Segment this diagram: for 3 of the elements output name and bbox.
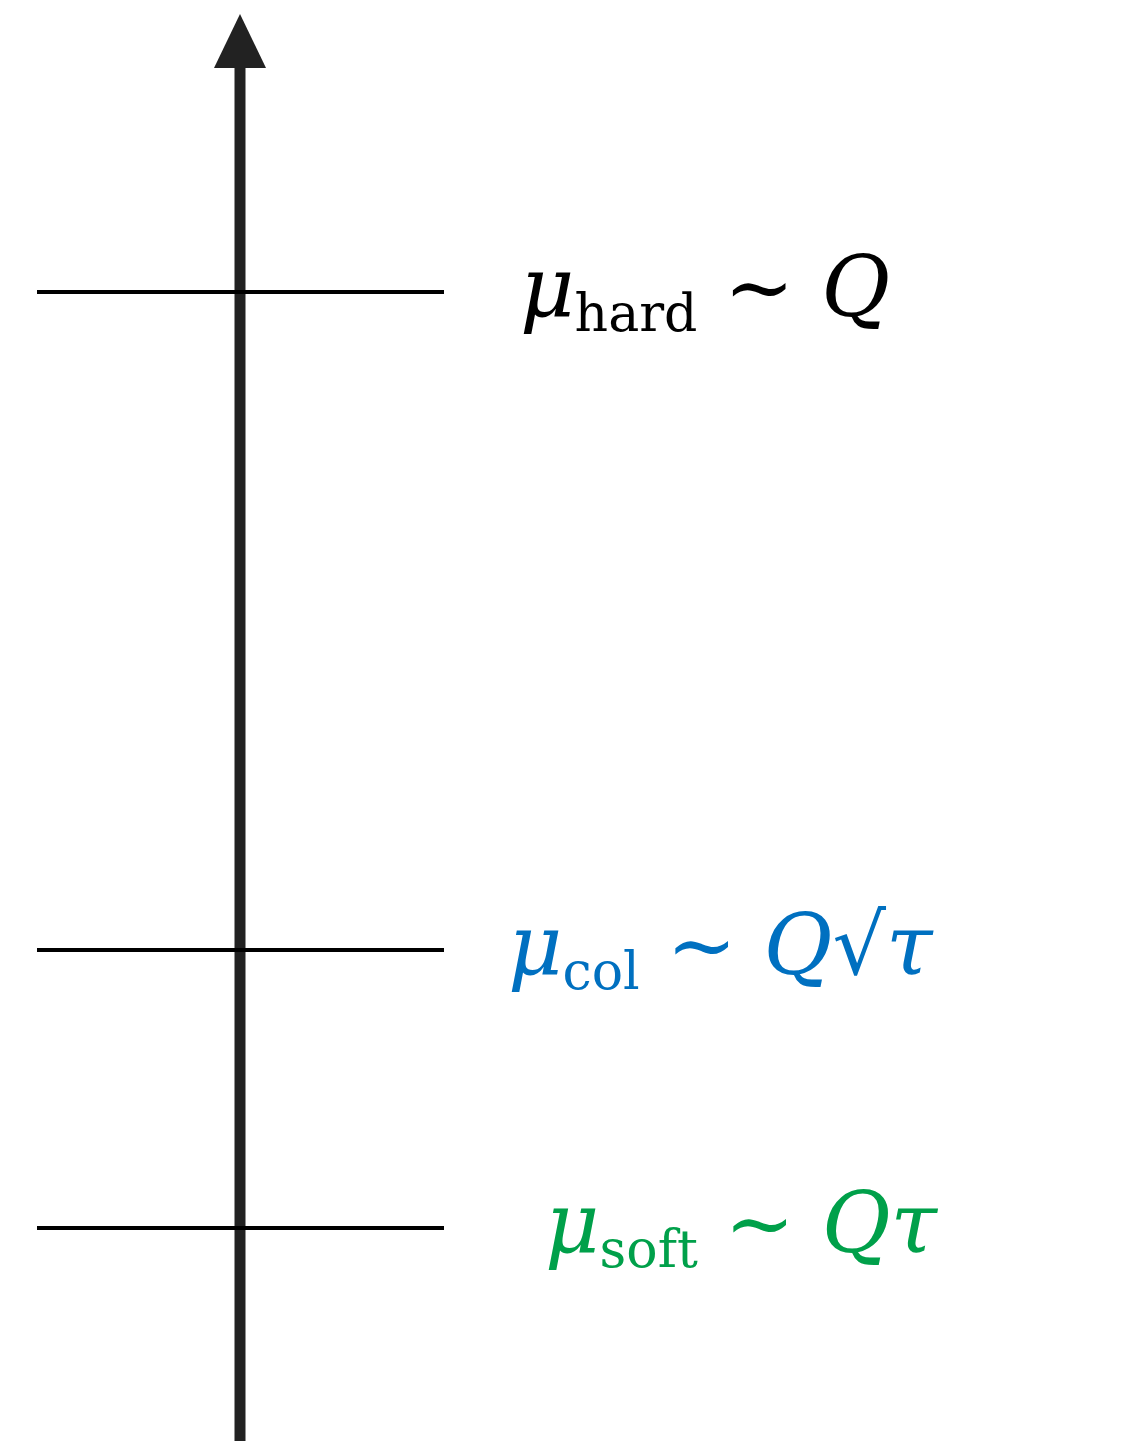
scale-formula: μ$_{hard}$ ∼ Q bbox=[520, 244, 891, 340]
scale-formula: μ$_{soft}$ ∼ Qτ bbox=[545, 1180, 938, 1276]
scale-formula: μ$_{col}$ ∼ Q√τ bbox=[508, 902, 933, 998]
